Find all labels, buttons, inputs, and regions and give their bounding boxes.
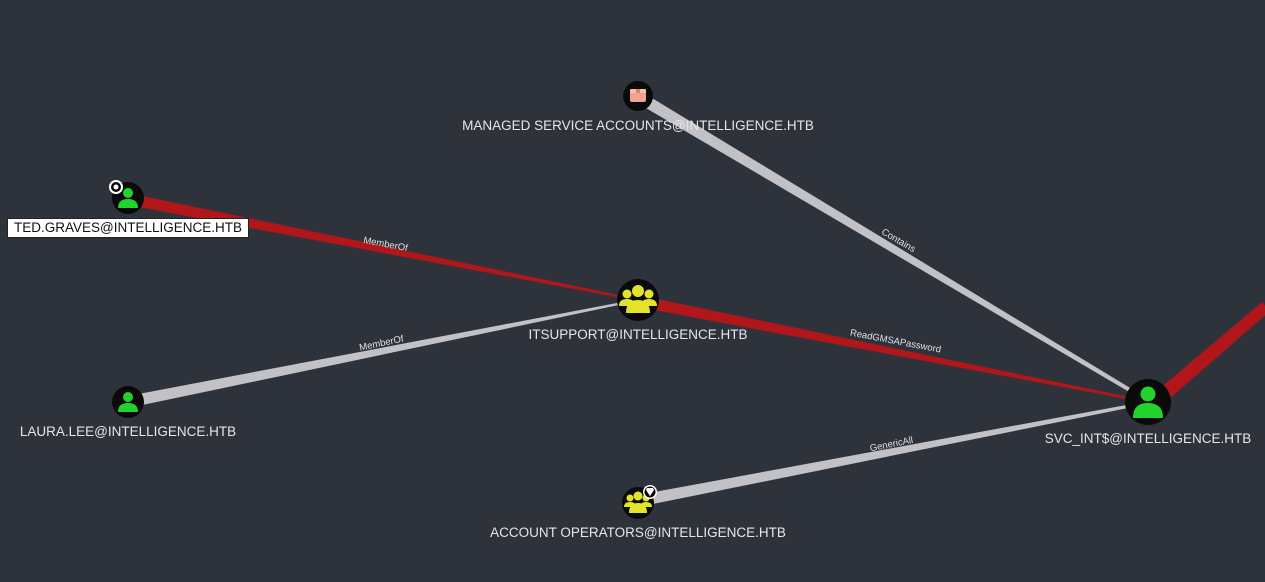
edge-line[interactable] — [128, 193, 638, 301]
user-icon — [118, 392, 138, 412]
edge-line[interactable] — [638, 401, 1148, 507]
node-managed-service-accounts[interactable] — [623, 81, 653, 111]
edge-svcint-offscreen[interactable] — [1158, 302, 1265, 400]
node-label-ted-graves[interactable]: TED.GRAVES@INTELLIGENCE.HTB — [7, 218, 249, 238]
node-label-svc-int[interactable]: SVC_INT$@INTELLIGENCE.HTB — [1044, 431, 1252, 446]
high-value-diamond-icon — [643, 485, 657, 499]
group-icon — [619, 285, 657, 313]
node-label-managed-service-accounts[interactable]: MANAGED SERVICE ACCOUNTS@INTELLIGENCE.HT… — [462, 118, 814, 133]
edge-line[interactable] — [634, 92, 1150, 403]
nodes — [109, 81, 1171, 519]
edge-line[interactable] — [128, 299, 638, 408]
user-icon — [1133, 386, 1163, 418]
node-label-laura-lee[interactable]: LAURA.LEE@INTELLIGENCE.HTB — [19, 424, 237, 439]
node-itsupport[interactable] — [617, 279, 659, 321]
node-laura-lee[interactable] — [112, 386, 144, 418]
edge-itsupport-svcint[interactable]: ReadGMSAPassword — [638, 295, 1148, 403]
node-ted-graves[interactable] — [109, 180, 144, 214]
node-svc-int[interactable] — [1125, 379, 1171, 425]
node-label-account-operators[interactable]: ACCOUNT OPERATORS@INTELLIGENCE.HTB — [490, 525, 786, 540]
edge-line[interactable] — [638, 295, 1148, 403]
edge-laura-itsupport[interactable]: MemberOf — [128, 299, 638, 408]
edge-line[interactable] — [1158, 302, 1265, 400]
group-icon — [624, 491, 652, 513]
node-label-itsupport[interactable]: ITSUPPORT@INTELLIGENCE.HTB — [528, 327, 748, 342]
edge-ted-itsupport[interactable]: MemberOf — [128, 193, 638, 301]
edge-accountops-svcint[interactable]: GenericAll — [638, 401, 1148, 507]
edge-msa-svcint[interactable]: Contains — [634, 92, 1150, 403]
start-node-icon — [109, 180, 123, 194]
ou-container-icon — [630, 89, 646, 102]
user-icon — [118, 188, 138, 208]
node-account-operators[interactable] — [622, 485, 657, 519]
